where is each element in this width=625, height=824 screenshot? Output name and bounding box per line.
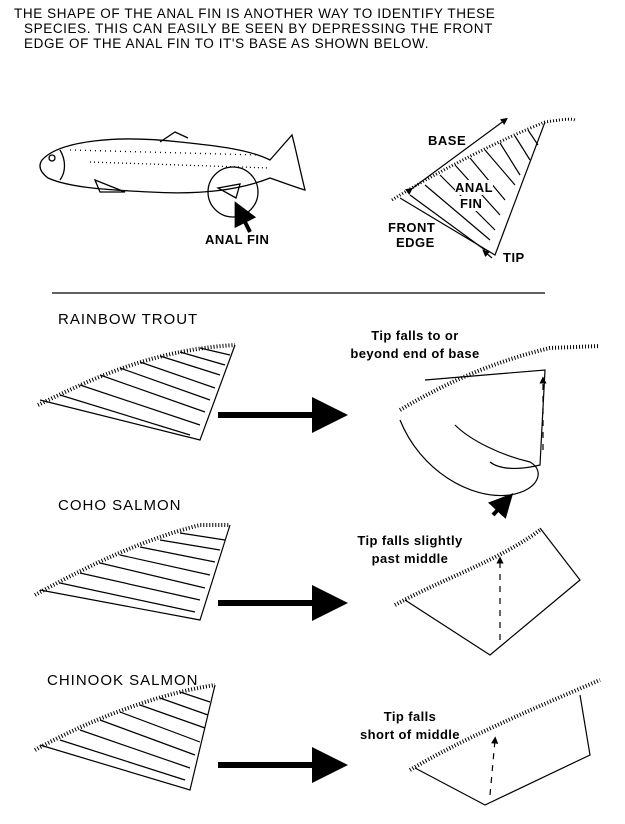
rainbow-trout-depressed-fin (398, 344, 601, 519)
rainbow-trout-fin (37, 343, 236, 441)
base-label: BASE (428, 133, 467, 148)
caption-line: Tip falls slightly (357, 533, 463, 548)
species-coho-salmon: COHO SALMON (58, 497, 182, 514)
intro-line-2: SPECIES. THIS CAN EASILY BE SEEN BY DEPR… (24, 21, 493, 36)
caption-line: beyond end of base (350, 346, 480, 361)
caption-line: short of middle (360, 727, 460, 742)
fin-label: FIN (460, 196, 483, 211)
coho-salmon-fin (34, 523, 231, 621)
caption-coho-salmon: Tip falls slightly past middle (335, 532, 485, 568)
species-rainbow-trout: RAINBOW TROUT (58, 311, 199, 328)
intro-line-1: THE SHAPE OF THE ANAL FIN IS ANOTHER WAY… (14, 6, 496, 21)
caption-chinook-salmon: Tip falls short of middle (345, 708, 475, 744)
trout-illustration (39, 131, 306, 233)
caption-line: Tip falls (383, 709, 437, 724)
caption-line: past middle (371, 551, 449, 566)
edge-label: EDGE (396, 235, 435, 250)
chinook-salmon-fin (34, 683, 216, 791)
intro-line-3: EDGE OF THE ANAL FIN TO IT'S BASE AS SHO… (24, 36, 430, 51)
anal-fin-label: ANAL FIN (205, 232, 270, 247)
anal-label: ANAL (455, 180, 494, 195)
species-chinook-salmon: CHINOOK SALMON (47, 672, 199, 689)
front-label: FRONT (388, 220, 436, 235)
coho-salmon-depressed-fin (394, 527, 581, 656)
tip-label: TIP (503, 250, 525, 265)
caption-rainbow-trout: Tip falls to or beyond end of base (335, 327, 495, 363)
anal-fin-detail (391, 117, 576, 259)
caption-line: Tip falls to or (371, 328, 459, 343)
chinook-salmon-depressed-fin (408, 678, 601, 806)
